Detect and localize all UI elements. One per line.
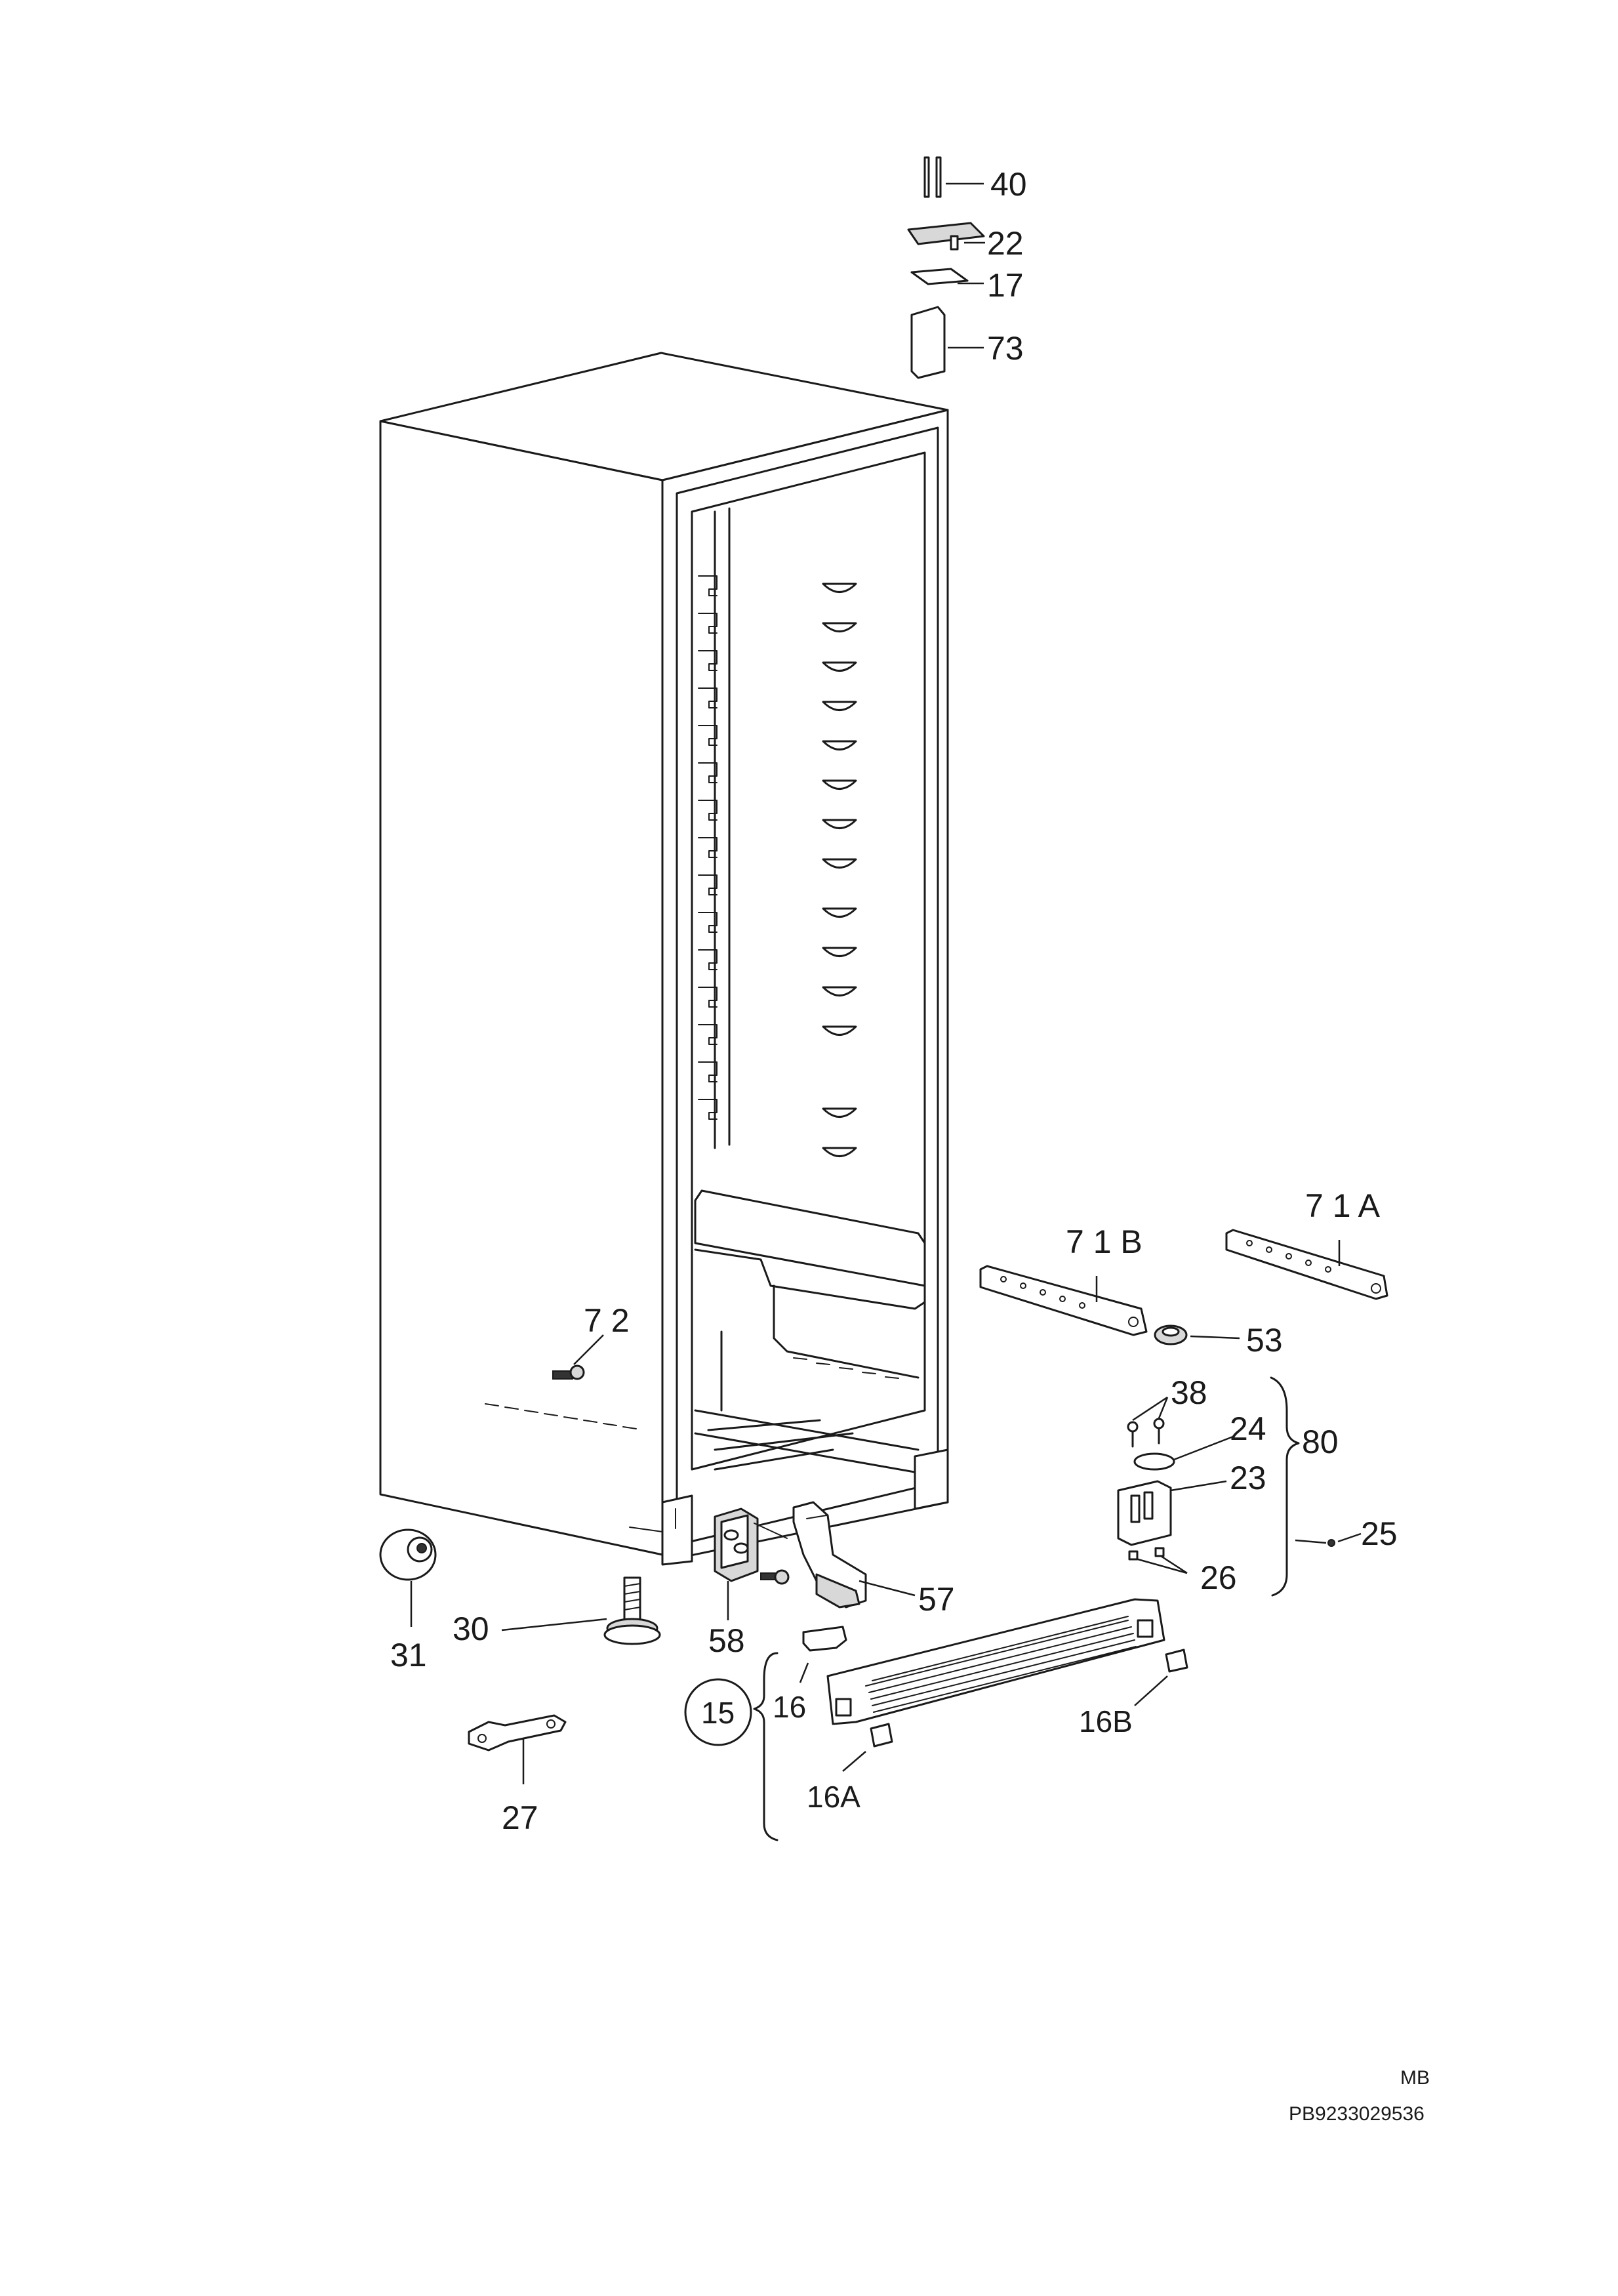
- end-cap-part-16B: [1134, 1649, 1188, 1706]
- top-hinge-part-22: [907, 222, 985, 251]
- hinge-assembly: [1117, 1376, 1362, 1597]
- label-part-25: 25: [1361, 1515, 1398, 1552]
- footer-code: MB: [1400, 2067, 1430, 2089]
- label-part-22: 22: [987, 225, 1024, 262]
- label-part-31: 31: [390, 1637, 427, 1673]
- label-part-27: 27: [502, 1799, 538, 1836]
- end-cap-part-16A: [842, 1723, 893, 1772]
- label-part-16: 16: [773, 1690, 806, 1724]
- shelf-support-slots: [698, 575, 718, 1120]
- label-part-80: 80: [1302, 1424, 1339, 1460]
- adjustable-foot-part-30: [501, 1576, 661, 1645]
- label-part-17: 17: [987, 267, 1024, 304]
- label-part-30: 30: [453, 1610, 489, 1647]
- shelf-support-clips: [822, 583, 857, 1157]
- label-part-16A: 16A: [807, 1780, 860, 1814]
- group-brace-15: [753, 1652, 779, 1841]
- cap-part-31: [379, 1528, 437, 1627]
- hinge-bracket-part-57: [792, 1501, 916, 1609]
- spanner-part-27: [468, 1714, 567, 1784]
- label-part-71B: 7 1 B: [1066, 1223, 1143, 1260]
- hinge-cover-part-73: [910, 306, 984, 379]
- footer-reference: PB9233029536: [1289, 2103, 1425, 2125]
- label-part-26: 26: [1200, 1559, 1237, 1596]
- side-holes: [485, 1403, 637, 1429]
- door-rail-part-71B: [979, 1265, 1148, 1336]
- clip-part-16: [799, 1626, 847, 1683]
- label-part-40: 40: [990, 166, 1027, 203]
- label-part-73: 73: [987, 330, 1024, 367]
- group-circle-15: [684, 1678, 752, 1746]
- kick-plate-part-15: [826, 1598, 1165, 1725]
- bushing-part-53: [1154, 1324, 1240, 1345]
- label-part-71A: 7 1 A: [1305, 1187, 1381, 1224]
- label-part-58: 58: [708, 1622, 745, 1659]
- label-part-72: 7 2: [584, 1302, 630, 1339]
- label-part-24: 24: [1230, 1410, 1266, 1447]
- label-part-23: 23: [1230, 1460, 1266, 1496]
- hinge-pins-part-40: [923, 156, 984, 198]
- label-part-53: 53: [1246, 1322, 1283, 1359]
- label-part-38: 38: [1171, 1374, 1207, 1411]
- cabinet: [379, 352, 949, 1566]
- screw-part-72: [552, 1334, 604, 1380]
- door-rail-part-71A: [1225, 1229, 1388, 1300]
- spacer-part-17: [910, 268, 984, 285]
- bottom-hinge-part-58: [714, 1507, 790, 1620]
- vent-slots: [793, 1357, 899, 1379]
- label-part-15: 15: [701, 1696, 735, 1730]
- label-part-16B: 16B: [1079, 1704, 1133, 1738]
- label-part-57: 57: [918, 1581, 955, 1618]
